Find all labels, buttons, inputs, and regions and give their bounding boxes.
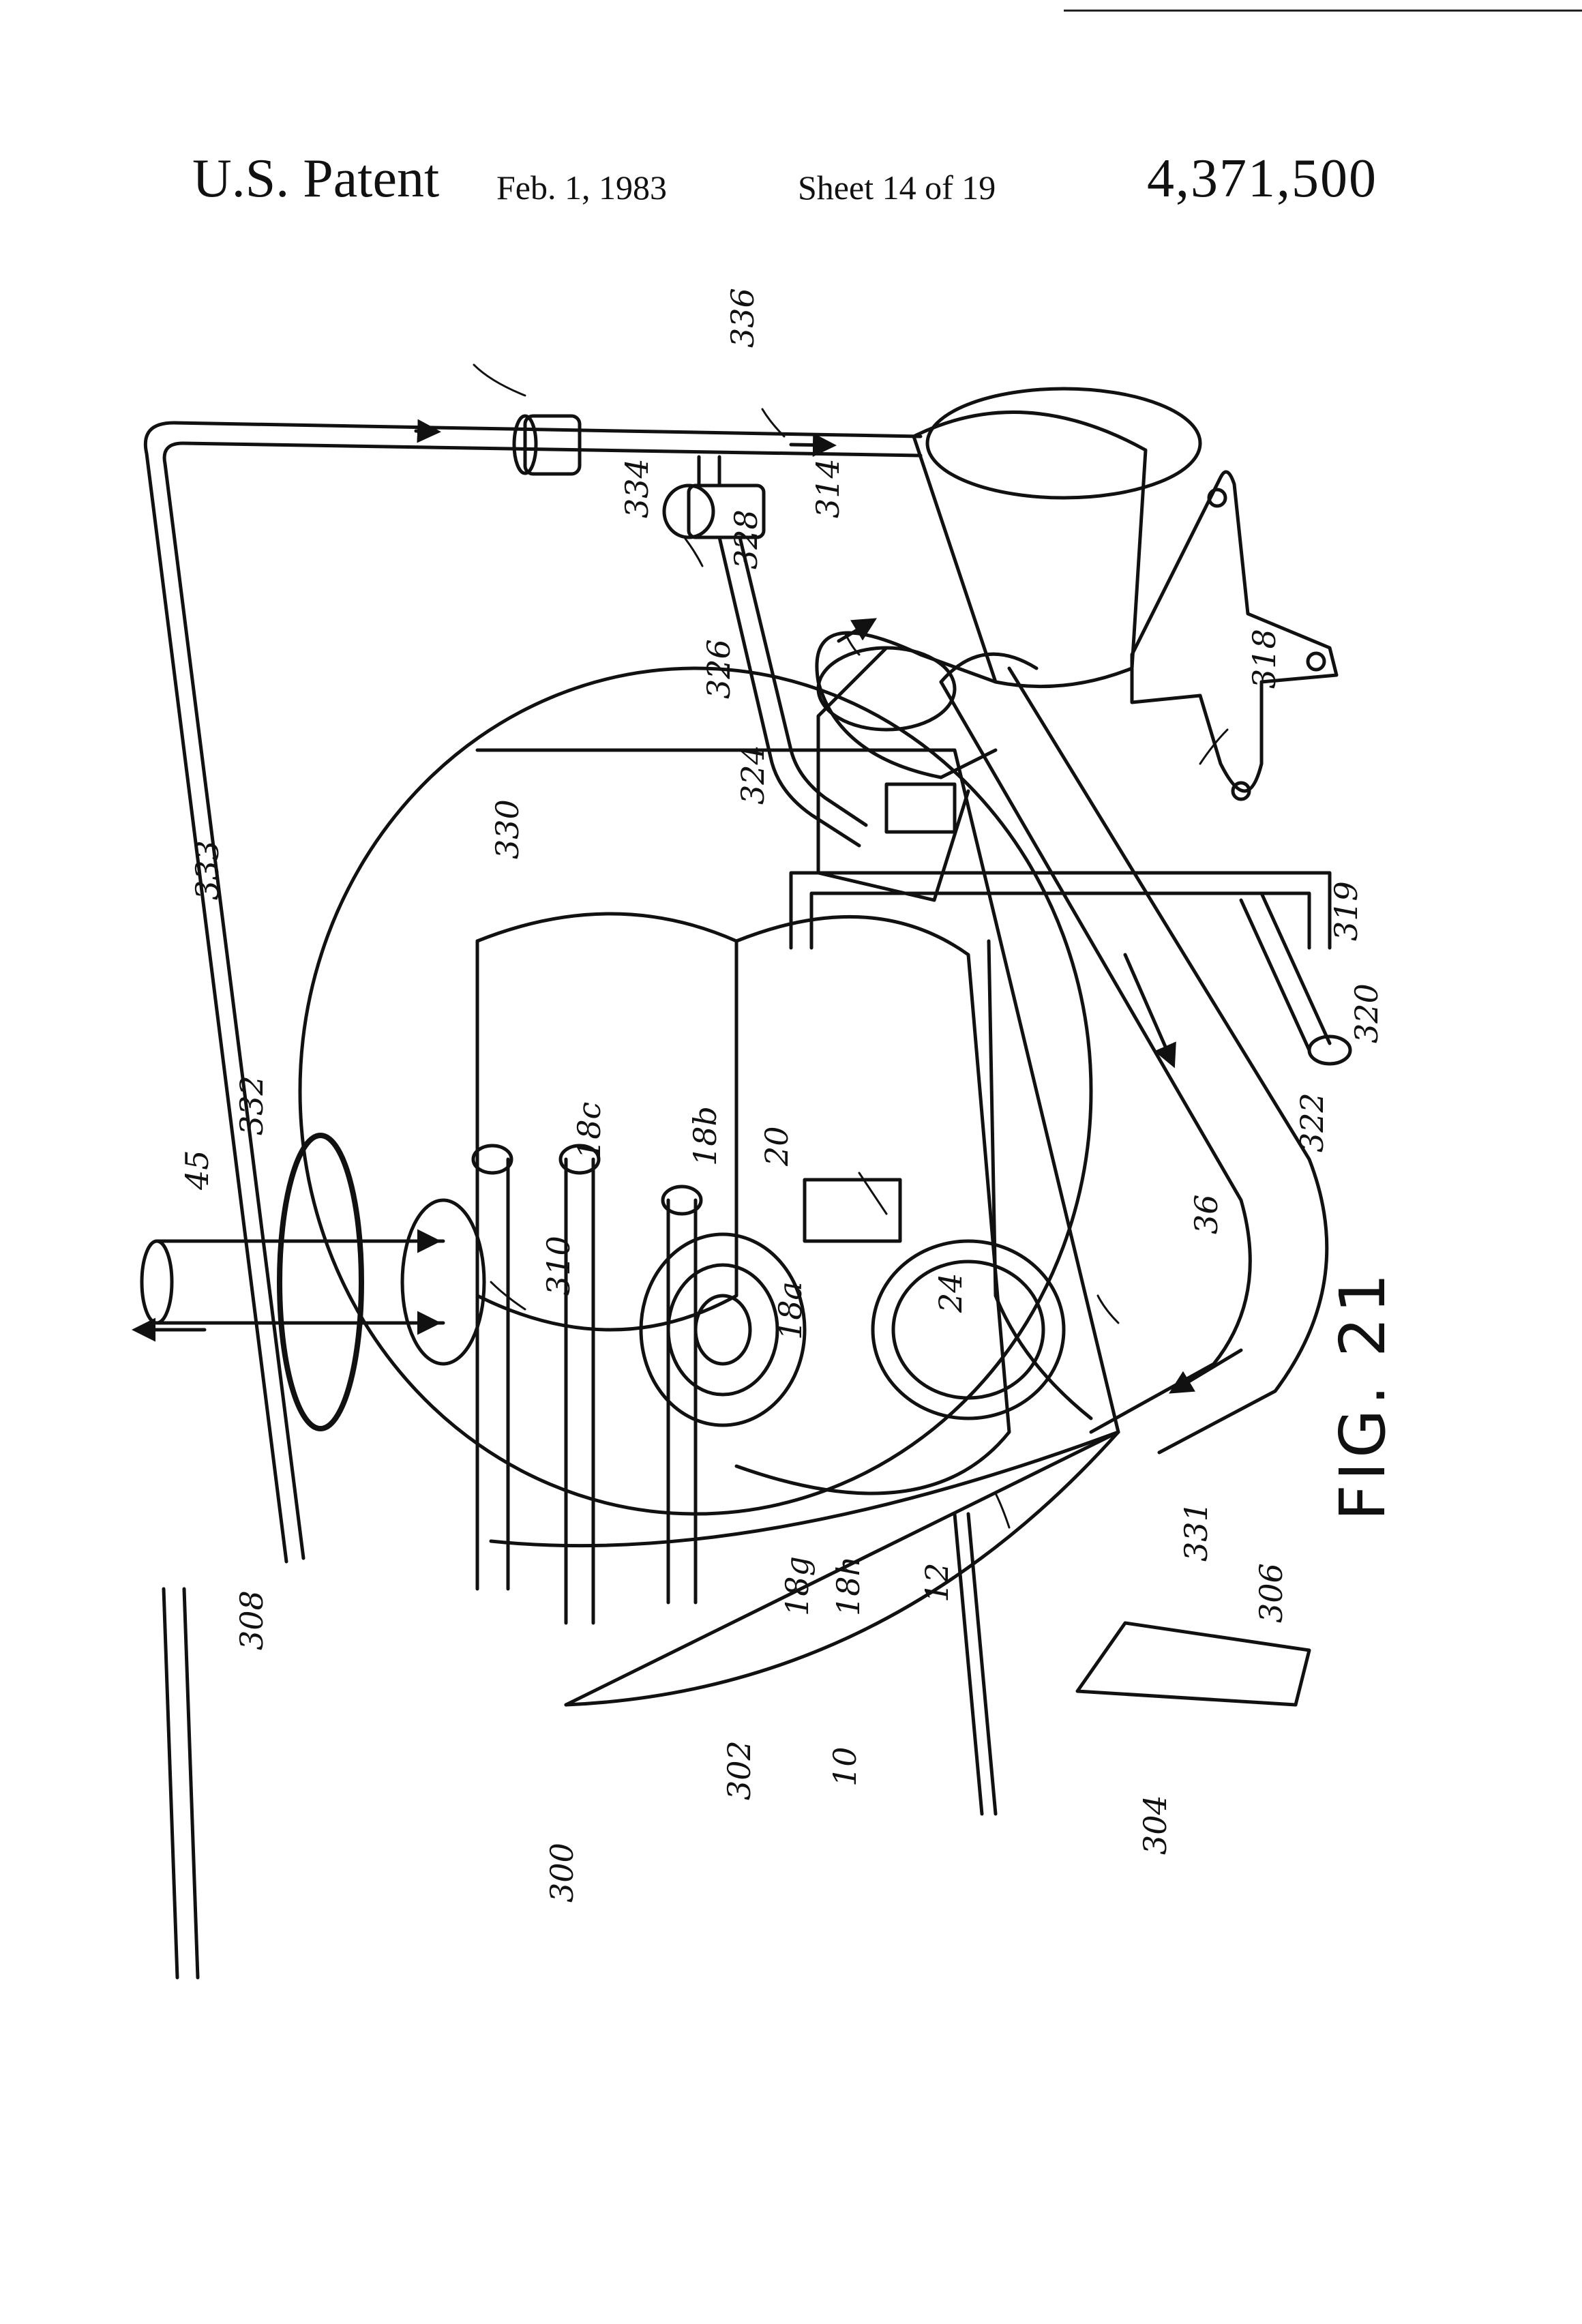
ref-310: 310: [540, 1236, 577, 1296]
ref-12: 12: [919, 1562, 955, 1603]
ref-302: 302: [721, 1740, 758, 1800]
ref-320: 320: [1348, 983, 1385, 1043]
ref-332: 332: [233, 1075, 270, 1135]
ref-328: 328: [728, 509, 764, 569]
ref-18g: 18g: [779, 1556, 816, 1616]
ref-18c: 18c: [571, 1102, 608, 1159]
mounting-bracket: [1132, 472, 1337, 799]
ref-324: 324: [734, 745, 771, 805]
ref-331: 331: [1178, 1502, 1214, 1562]
ref-306: 306: [1253, 1563, 1289, 1623]
reference-numerals: 336 328 334 314 326 324 318 330 333 319 …: [179, 288, 1385, 1903]
pump-motor-314: [817, 389, 1200, 900]
lower-pipes: [164, 1514, 996, 1978]
ref-300: 300: [543, 1843, 580, 1903]
duct-36: [941, 654, 1327, 1452]
ref-308: 308: [233, 1590, 270, 1650]
ref-326: 326: [700, 639, 737, 699]
ref-18b: 18b: [687, 1106, 723, 1166]
ref-18a: 18a: [772, 1281, 809, 1340]
ref-45: 45: [179, 1150, 215, 1191]
ref-322: 322: [1294, 1092, 1330, 1152]
leader-lines: [474, 365, 1227, 1528]
ref-20: 20: [758, 1126, 795, 1167]
outer-housing-302: [300, 668, 1118, 1705]
ref-318: 318: [1246, 629, 1283, 689]
ref-319: 319: [1328, 881, 1364, 941]
figure-label: FIG. 21: [1326, 1269, 1399, 1521]
ref-334: 334: [618, 458, 655, 518]
ref-336: 336: [724, 288, 761, 348]
supply-pipe-loop: [145, 423, 921, 1562]
support-strut-304: [1077, 1623, 1309, 1705]
side-pipes: [791, 873, 1350, 1064]
ref-304: 304: [1137, 1795, 1174, 1855]
ref-314: 314: [809, 458, 846, 518]
valve-336: [514, 416, 580, 474]
ref-10: 10: [826, 1746, 863, 1787]
ref-330: 330: [489, 799, 526, 859]
ref-18h: 18h: [830, 1556, 867, 1616]
cutaway-section: [477, 914, 1091, 1493]
ref-24: 24: [932, 1272, 969, 1313]
ref-36: 36: [1188, 1194, 1225, 1234]
ref-333: 333: [189, 840, 226, 900]
vertical-rods: [473, 1146, 701, 1623]
